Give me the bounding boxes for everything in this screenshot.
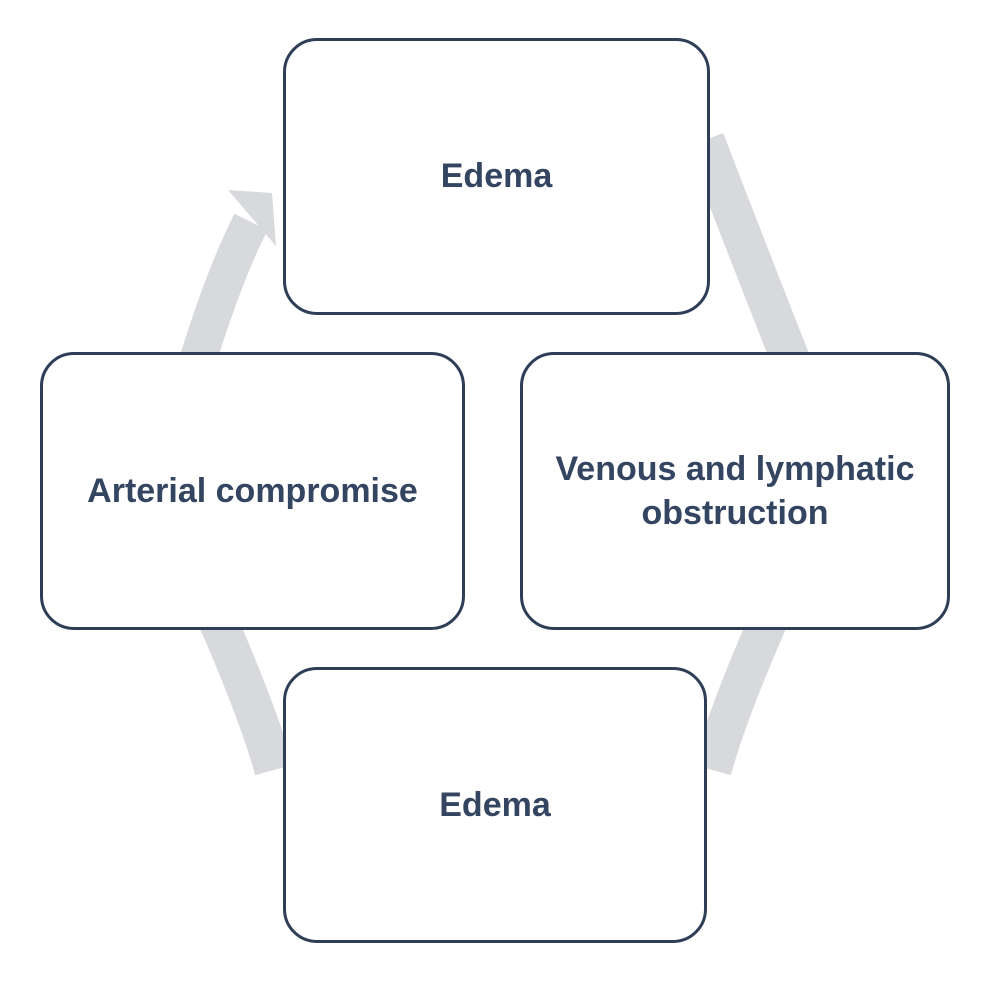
cycle-arrow-segment-bottom-left [196,604,293,776]
node-edema-top-label: Edema [440,157,553,196]
cycle-arrow-shaft-top-left [178,213,268,372]
node-edema-bottom: Edema [283,667,707,943]
node-edema-top: Edema [283,38,710,315]
node-venous-lymphatic-obstruction-label: Venous and lymphatic obstruction [555,449,915,532]
node-edema-bottom-label: Edema [439,785,551,824]
node-arterial-compromise: Arterial compromise [40,352,465,630]
node-venous-lymphatic-obstruction: Venous and lymphatic obstruction [520,352,950,630]
cycle-arrowhead-icon [228,190,276,246]
cycle-arrow-segment-bottom-right [693,604,790,776]
cycle-arrow-segment-top-right [686,133,812,374]
node-arterial-compromise-label: Arterial compromise [87,471,418,510]
